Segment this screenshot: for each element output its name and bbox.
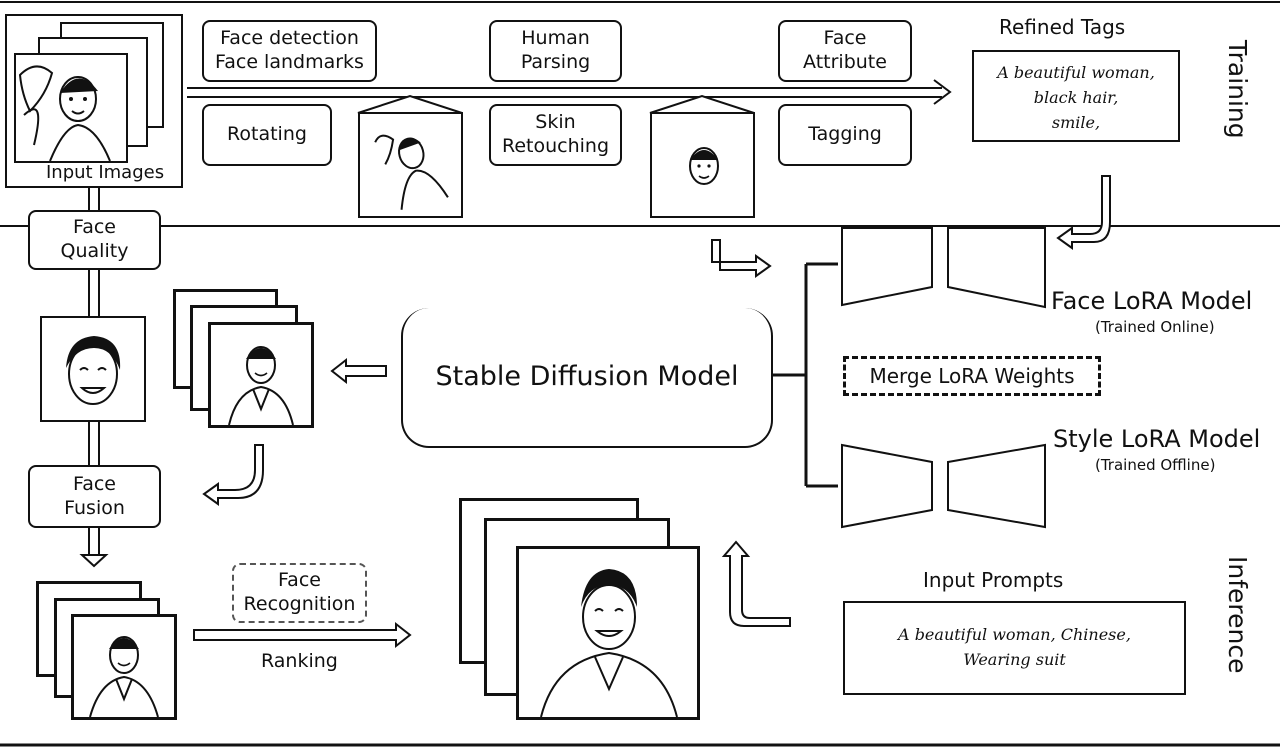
refined-tags-title: Refined Tags: [999, 15, 1126, 39]
input-prompts-title: Input Prompts: [923, 568, 1064, 592]
arrow-outputs-to-fusion: [202, 444, 264, 506]
stable-diffusion-box: Stable Diffusion Model: [401, 308, 773, 448]
rotated-image-roof: [357, 94, 463, 114]
style-lora-shape: [841, 443, 1046, 529]
connector-input-quality: [88, 188, 100, 210]
woman-face-icon: [18, 65, 111, 162]
rotating-box: Rotating: [202, 104, 332, 166]
input-images-label: Input Images: [46, 162, 165, 183]
selected-face-frame: [40, 316, 146, 422]
arrow-prompts-to-outputs: [721, 540, 791, 627]
face-detection-box: Face detection Face landmarks: [202, 20, 377, 82]
connector-face-fusion: [88, 422, 100, 465]
arrow-training-to-lora: [711, 239, 772, 278]
parsed-face-icon: [689, 147, 719, 185]
face-lora-subtitle: (Trained Online): [1095, 318, 1215, 336]
ranked-woman-icon: [89, 636, 159, 718]
face-attribute-box: Face Attribute: [778, 20, 912, 82]
rotated-portrait-icon: [374, 134, 449, 210]
arrow-sd-to-outputs: [330, 357, 387, 385]
inference-section-label: Inference: [1223, 556, 1252, 674]
input-image-card-1: [14, 53, 128, 163]
arrow-tags-to-lora: [1056, 175, 1111, 250]
connector-sd-lora: [772, 262, 838, 488]
smiling-face-icon: [66, 336, 121, 405]
face-recognition-box: Face Recognition: [232, 563, 367, 623]
skin-retouching-box: Skin Retouching: [489, 104, 622, 166]
merge-lora-weights-box: Merge LoRA Weights: [843, 356, 1101, 396]
arrow-fusion-down: [79, 528, 109, 568]
parsed-face-frame: [650, 112, 755, 218]
style-lora-subtitle: (Trained Offline): [1095, 456, 1216, 474]
tagging-box: Tagging: [778, 104, 912, 166]
face-fusion-box: Face Fusion: [28, 465, 161, 528]
final-portrait-icon: [540, 569, 678, 718]
suited-woman-icon: [228, 346, 294, 426]
connector-quality-face: [88, 270, 100, 316]
training-pipeline-arrow: [187, 79, 952, 105]
refined-tags-box: A beautiful woman, black hair, smile,: [972, 50, 1180, 142]
face-quality-box: Face Quality: [28, 210, 161, 270]
parsed-face-roof: [649, 94, 755, 114]
ranking-label: Ranking: [261, 650, 338, 672]
rotated-image-frame: [358, 112, 463, 218]
training-section-label: Training: [1223, 40, 1252, 139]
arrow-recognition-ranking: [193, 621, 412, 649]
final-card-1: [516, 546, 700, 720]
generated-card-1: [208, 322, 314, 428]
input-prompts-box: A beautiful woman, Chinese, Wearing suit: [843, 601, 1186, 695]
face-lora-shape: [841, 227, 1046, 309]
face-lora-title: Face LoRA Model: [1051, 287, 1253, 315]
style-lora-title: Style LoRA Model: [1053, 425, 1261, 453]
ranked-card-1: [71, 614, 177, 720]
human-parsing-box: Human Parsing: [489, 20, 622, 82]
